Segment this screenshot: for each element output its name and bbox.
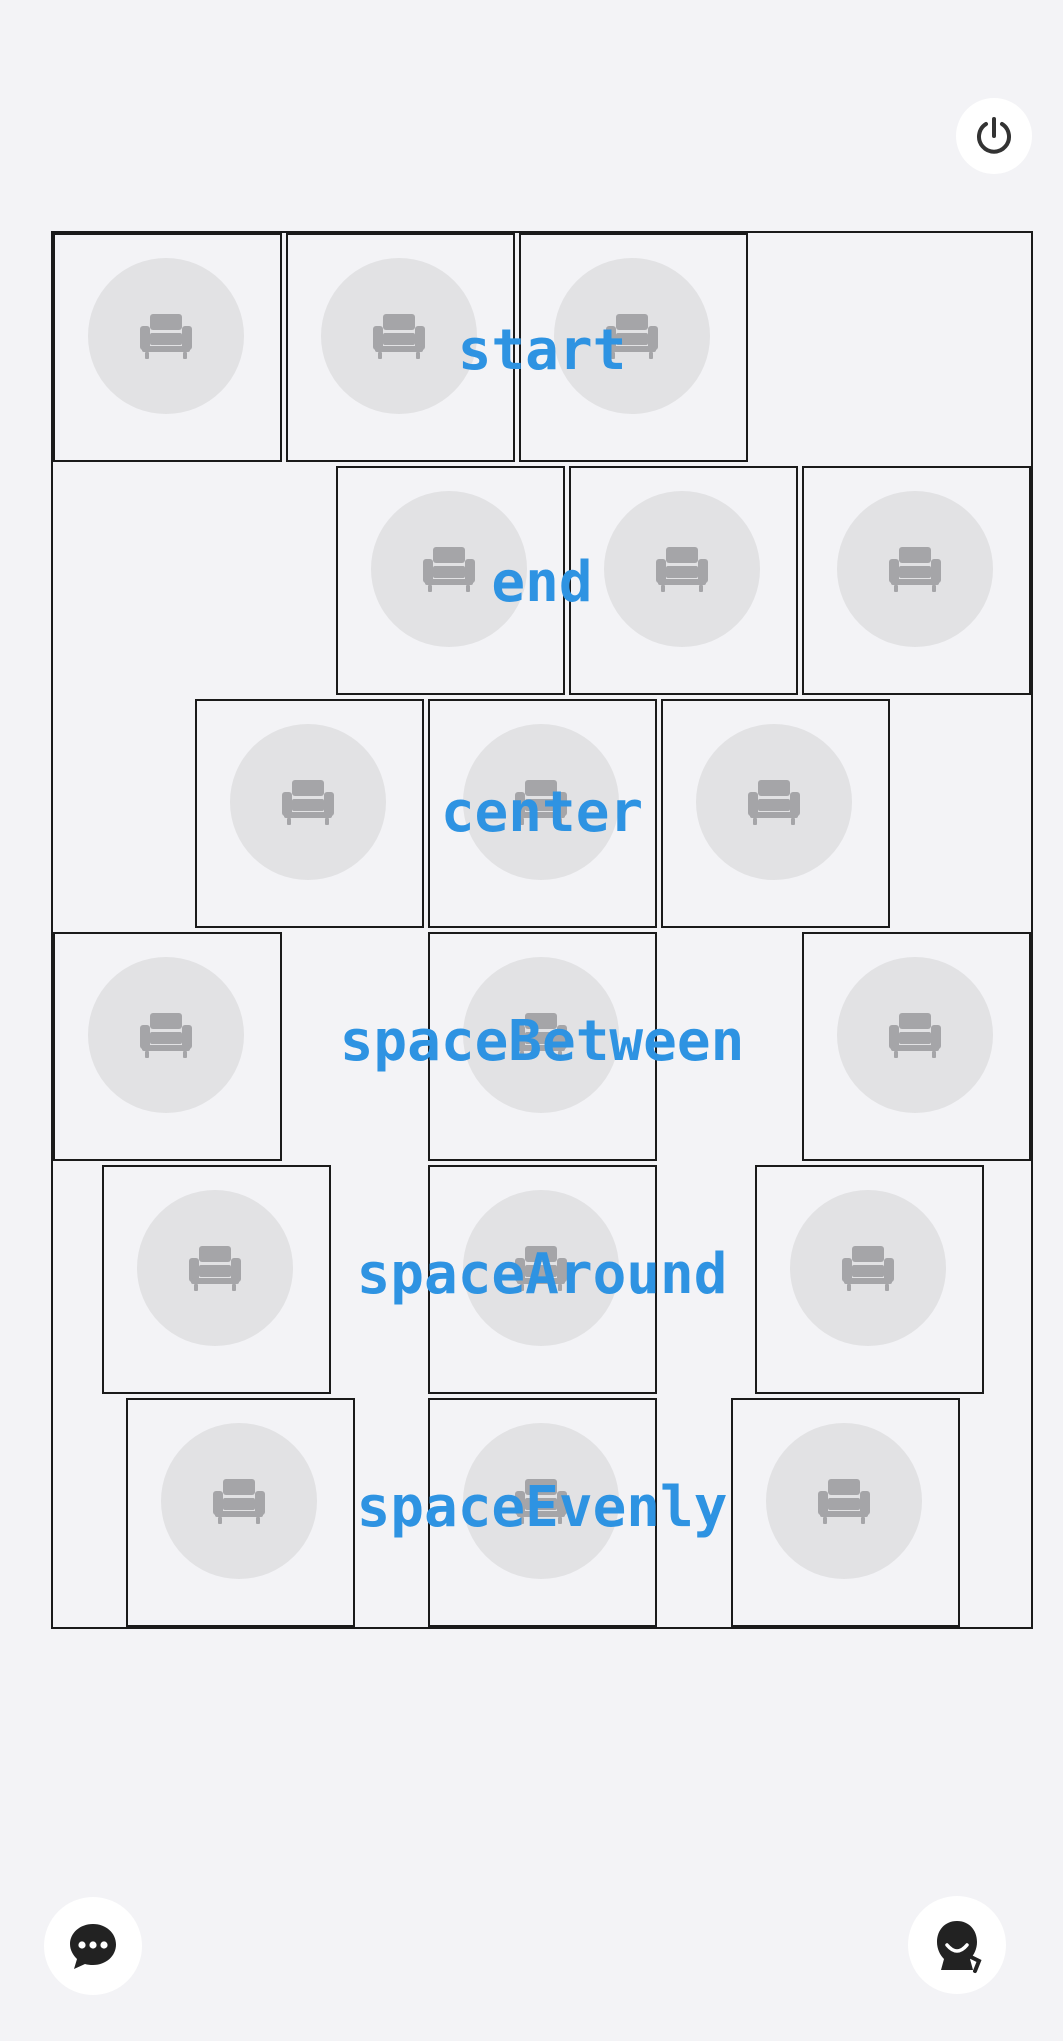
row-start: start [53, 233, 1031, 466]
armchair-icon [513, 1244, 569, 1292]
armchair-icon [513, 1011, 569, 1059]
item-placeholder [790, 1190, 946, 1346]
armchair-icon [840, 1244, 896, 1292]
item-box [53, 932, 282, 1161]
armchair-icon [421, 545, 477, 593]
item-box [802, 466, 1031, 695]
armchair-icon [816, 1477, 872, 1525]
item-placeholder [766, 1423, 922, 1579]
row-center: center [53, 699, 1031, 932]
item-box [286, 233, 515, 462]
chat-button[interactable] [44, 1897, 142, 1995]
armchair-icon [746, 778, 802, 826]
armchair-icon [371, 312, 427, 360]
item-placeholder [161, 1423, 317, 1579]
item-box [661, 699, 890, 928]
armchair-icon [887, 545, 943, 593]
armchair-icon [280, 778, 336, 826]
row-space-between: spaceBetween [53, 932, 1031, 1165]
power-button[interactable] [956, 98, 1032, 174]
armchair-icon [513, 778, 569, 826]
armchair-icon [887, 1011, 943, 1059]
item-placeholder [554, 258, 710, 414]
item-placeholder [371, 491, 527, 647]
assistant-avatar-icon [937, 1921, 982, 1973]
item-box [428, 1165, 657, 1394]
item-box [731, 1398, 960, 1627]
item-placeholder [463, 957, 619, 1113]
item-box [802, 932, 1031, 1161]
item-placeholder [88, 258, 244, 414]
item-placeholder [230, 724, 386, 880]
item-placeholder [137, 1190, 293, 1346]
item-box [195, 699, 424, 928]
item-box [428, 699, 657, 928]
armchair-icon [138, 1011, 194, 1059]
item-placeholder [604, 491, 760, 647]
item-box [428, 932, 657, 1161]
power-icon [977, 117, 1011, 154]
chat-bubble-icon [70, 1924, 116, 1969]
item-box [102, 1165, 331, 1394]
row-space-evenly: spaceEvenly [53, 1398, 1031, 1631]
item-box [336, 466, 565, 695]
armchair-icon [211, 1477, 267, 1525]
item-placeholder [463, 724, 619, 880]
armchair-icon [138, 312, 194, 360]
item-placeholder [696, 724, 852, 880]
item-box [126, 1398, 355, 1627]
row-end: end [53, 466, 1031, 699]
item-placeholder [837, 491, 993, 647]
row-space-around: spaceAround [53, 1165, 1031, 1398]
item-box [53, 233, 282, 462]
item-box [755, 1165, 984, 1394]
armchair-icon [604, 312, 660, 360]
armchair-icon [513, 1477, 569, 1525]
justify-demo-grid: start end [51, 231, 1033, 1629]
item-placeholder [463, 1190, 619, 1346]
armchair-icon [187, 1244, 243, 1292]
item-box [569, 466, 798, 695]
assistant-button[interactable] [908, 1896, 1006, 1994]
item-box [428, 1398, 657, 1627]
item-placeholder [837, 957, 993, 1113]
item-placeholder [88, 957, 244, 1113]
armchair-icon [654, 545, 710, 593]
item-placeholder [463, 1423, 619, 1579]
item-box [519, 233, 748, 462]
item-placeholder [321, 258, 477, 414]
